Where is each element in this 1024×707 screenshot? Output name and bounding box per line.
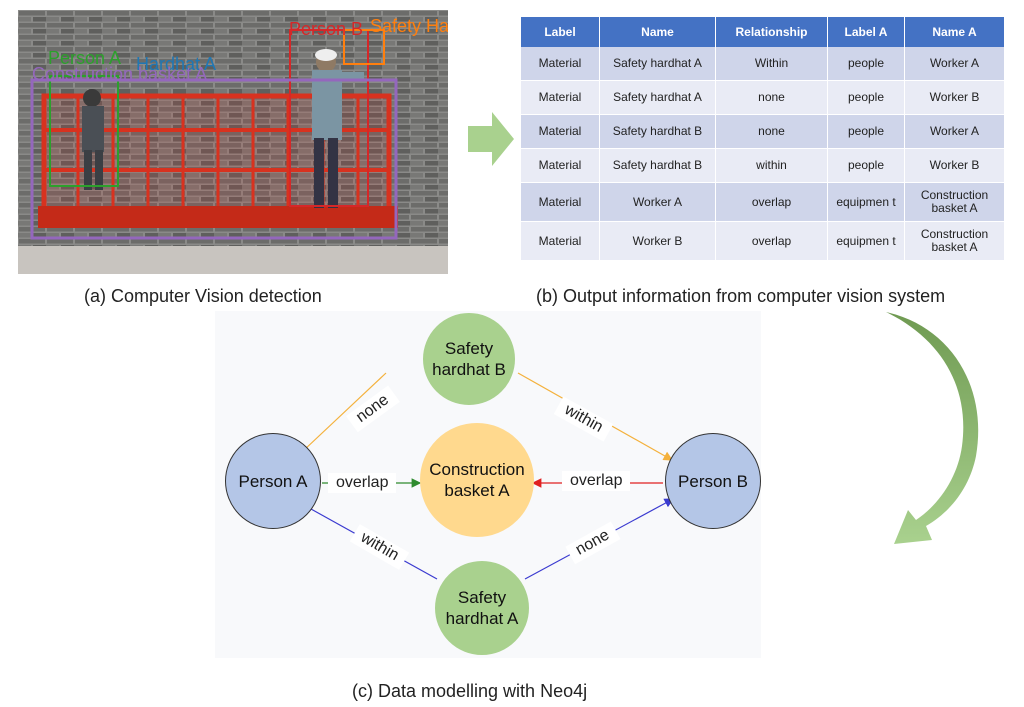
- table-cell: people: [828, 81, 905, 115]
- header-label: Label: [521, 17, 600, 47]
- table-cell: Material: [521, 183, 600, 222]
- header-name-a: Name A: [905, 17, 1005, 47]
- table-cell: Material: [521, 81, 600, 115]
- label-hardhat-a: Hardhat A: [136, 54, 216, 74]
- table-cell: Material: [521, 115, 600, 149]
- table-row: Material Worker A overlap equipmen t Con…: [521, 183, 1005, 222]
- table-cell: none: [716, 115, 828, 149]
- table-cell: Worker A: [600, 183, 716, 222]
- table-cell: Construction basket A: [905, 183, 1005, 222]
- worker-b: [312, 49, 364, 208]
- table-cell: overlap: [716, 222, 828, 261]
- bbox-basket: [30, 78, 398, 240]
- worker-a: [82, 89, 104, 190]
- table-row: Material Worker B overlap equipmen t Con…: [521, 222, 1005, 261]
- table-row: Material Safety hardhat A Within people …: [521, 47, 1005, 81]
- table-cell: Safety hardhat A: [600, 47, 716, 81]
- table-cell: Worker B: [600, 222, 716, 261]
- table-cell: within: [716, 149, 828, 183]
- table-cell: Worker B: [905, 81, 1005, 115]
- bbox-hardhat-b: [343, 29, 385, 65]
- neo4j-graph: none within overlap overlap within none …: [215, 311, 761, 658]
- node-person-a[interactable]: Person A: [225, 433, 321, 529]
- table-cell: Safety hardhat B: [600, 149, 716, 183]
- detection-scene: Person B Safety Hardhat B Person A Hardh…: [18, 10, 448, 274]
- bbox-person-a: [49, 75, 119, 187]
- header-label-a: Label A: [828, 17, 905, 47]
- table-cell: overlap: [716, 183, 828, 222]
- output-table: Label Name Relationship Label A Name A M…: [521, 17, 1005, 261]
- table-cell: Construction basket A: [905, 222, 1005, 261]
- table-cell: Material: [521, 149, 600, 183]
- edge-label-pa-basket: overlap: [328, 473, 397, 493]
- curved-arrow-icon: [886, 312, 979, 544]
- node-person-b[interactable]: Person B: [665, 433, 761, 529]
- node-construction-basket-a[interactable]: Construction basket A: [420, 423, 534, 537]
- table-cell: Material: [521, 222, 600, 261]
- table-cell: equipmen t: [828, 183, 905, 222]
- table-cell: people: [828, 115, 905, 149]
- label-basket: Construction basket A: [32, 64, 207, 84]
- node-safety-hardhat-b[interactable]: Safety hardhat B: [423, 313, 515, 405]
- header-name: Name: [600, 17, 716, 47]
- edge-hb-pa: [302, 372, 387, 452]
- label-person-b: Person B: [289, 19, 363, 39]
- ground: [18, 246, 448, 274]
- table-cell: Safety hardhat A: [600, 81, 716, 115]
- detection-photo: Person B Safety Hardhat B Person A Hardh…: [18, 10, 448, 274]
- caption-b: (b) Output information from computer vis…: [536, 286, 946, 306]
- table-cell: Material: [521, 47, 600, 81]
- table-cell: Worker A: [905, 47, 1005, 81]
- arrow-right-icon: [468, 112, 514, 166]
- table-row: Material Safety hardhat B within people …: [521, 149, 1005, 183]
- table-cell: people: [828, 149, 905, 183]
- label-hardhat-b: Safety Hardhat B: [370, 16, 448, 36]
- label-person-a: Person A: [48, 48, 121, 68]
- caption-c: (c) Data modelling with Neo4j: [352, 681, 588, 701]
- header-relationship: Relationship: [716, 17, 828, 47]
- table-row: Material Safety hardhat B none people Wo…: [521, 115, 1005, 149]
- table-cell: equipmen t: [828, 222, 905, 261]
- caption-a: (a) Computer Vision detection: [84, 286, 322, 306]
- node-safety-hardhat-a[interactable]: Safety hardhat A: [435, 561, 529, 655]
- table-cell: Safety hardhat B: [600, 115, 716, 149]
- edge-label-pb-basket: overlap: [562, 471, 631, 491]
- bbox-person-b: [289, 29, 369, 207]
- table-row: Material Safety hardhat A none people Wo…: [521, 81, 1005, 115]
- table-cell: Within: [716, 47, 828, 81]
- table-cell: Worker A: [905, 115, 1005, 149]
- table-header-row: Label Name Relationship Label A Name A: [521, 17, 1005, 47]
- table-cell: people: [828, 47, 905, 81]
- table-cell: Worker B: [905, 149, 1005, 183]
- table-cell: none: [716, 81, 828, 115]
